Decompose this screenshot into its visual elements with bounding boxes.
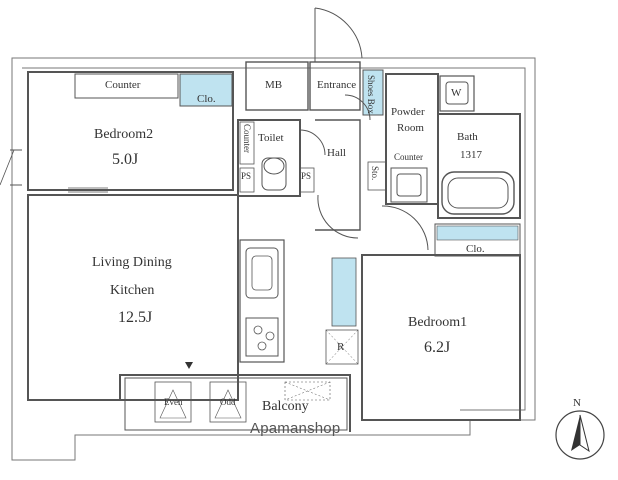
wall-living-bottom	[28, 374, 351, 432]
wall-bedroom2	[27, 71, 234, 191]
outer-wall	[11, 57, 536, 461]
counter-powder-label: Counter	[394, 152, 423, 162]
powder-label-1: Powder	[391, 106, 425, 118]
compass	[555, 410, 605, 460]
hall-label: Hall	[327, 147, 346, 159]
wall-living	[27, 194, 239, 401]
wall-powder	[385, 73, 439, 205]
kitchen-counter	[239, 239, 285, 363]
aircon-even-label: Even	[164, 397, 183, 407]
living-name-2: Kitchen	[110, 283, 155, 298]
aircon-odd-label: Odd	[220, 397, 236, 407]
wall-toilet	[237, 119, 301, 197]
powder-label-2: Room	[397, 122, 424, 134]
toilet-label: Toilet	[258, 132, 284, 144]
balcony-label: Balcony	[262, 399, 309, 414]
bath-label: Bath	[457, 131, 478, 143]
clo-bedroom1	[434, 223, 521, 257]
living-area: 12.5J	[118, 309, 153, 326]
clo-bedroom2	[179, 73, 233, 107]
wall-bath	[437, 113, 521, 219]
bedroom1-area: 6.2J	[424, 339, 451, 356]
sto-label: Sto.	[370, 166, 380, 181]
shoes-box-label: Shoes Box	[366, 75, 376, 114]
clo-bedroom2-label: Clo.	[197, 93, 216, 105]
wall-bedroom1	[361, 254, 521, 421]
bath-size-label: 1317	[460, 149, 482, 161]
compass-north-label: N	[573, 397, 581, 409]
counter-toilet-label: Counter	[242, 124, 252, 153]
clo-bedroom1-label: Clo.	[466, 243, 485, 255]
mb-label: MB	[265, 79, 283, 91]
watermark: Apamanshop	[250, 420, 341, 437]
entrance-label: Entrance	[317, 79, 357, 91]
bedroom2-name: Bedroom2	[94, 127, 154, 142]
balcony-area	[124, 377, 348, 431]
washer-label: W	[451, 87, 462, 99]
ps-right-label: PS	[301, 171, 312, 181]
counter-top-label: Counter	[105, 79, 141, 91]
fridge-label: R	[337, 341, 345, 353]
bedroom1-name: Bedroom1	[408, 315, 468, 330]
living-name-1: Living Dining	[92, 255, 172, 270]
bedroom2-area: 5.0J	[112, 151, 139, 168]
ps-left-label: PS	[241, 171, 252, 181]
